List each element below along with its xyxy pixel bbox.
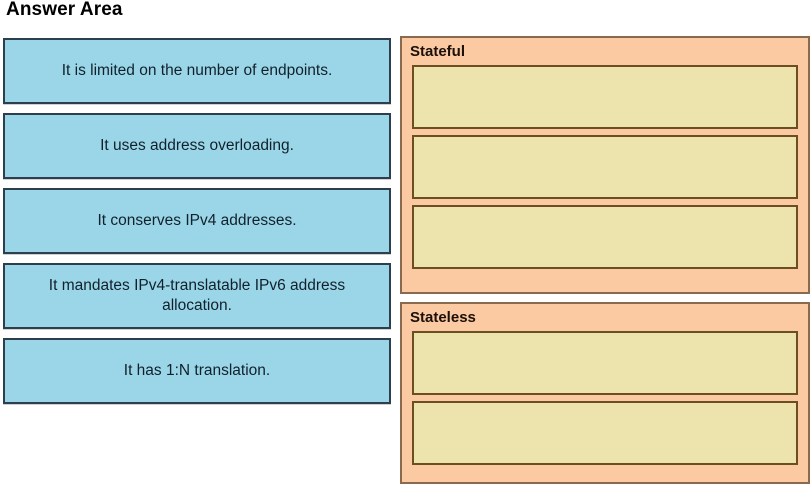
target-panel-stateful: Stateful [400,36,810,294]
target-panel-heading: Stateful [410,43,466,60]
drop-slot-stateless-1[interactable] [412,331,798,395]
option-tile-3[interactable]: It conserves IPv4 addresses. [3,188,391,254]
drop-slot-stateless-2[interactable] [412,401,798,465]
drop-slot-stateful-1[interactable] [412,65,798,129]
option-tile-label: It conserves IPv4 addresses. [97,212,297,229]
drop-slot-stateful-2[interactable] [412,135,798,199]
option-tile-1[interactable]: It is limited on the number of endpoints… [3,38,391,104]
option-tile-2[interactable]: It uses address overloading. [3,113,391,179]
target-panel-stateless: Stateless [400,302,810,484]
target-panel-heading: Stateless [410,309,476,326]
option-tile-5[interactable]: It has 1:N translation. [3,338,391,404]
options-column: It is limited on the number of endpoints… [3,38,391,413]
option-tile-label: It uses address overloading. [100,137,294,154]
option-tile-label: It mandates IPv4-translatable IPv6 addre… [48,277,346,314]
drop-slot-stateful-3[interactable] [412,205,798,269]
option-tile-4[interactable]: It mandates IPv4-translatable IPv6 addre… [3,263,391,329]
page-title: Answer Area [6,0,123,20]
option-tile-label: It has 1:N translation. [123,362,271,379]
option-tile-label: It is limited on the number of endpoints… [61,62,333,79]
